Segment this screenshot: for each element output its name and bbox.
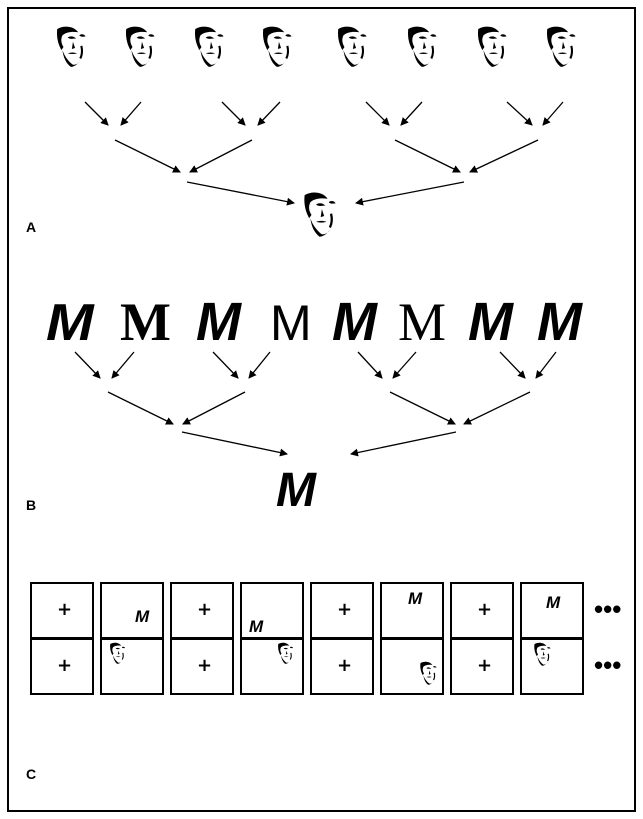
fixation-cell: + <box>30 582 94 639</box>
arrows-a <box>85 102 563 203</box>
face-cell <box>520 638 584 695</box>
letter-cell: M <box>240 582 304 639</box>
face-icon <box>195 27 224 67</box>
arrows-b <box>75 352 556 454</box>
face-icon <box>522 640 582 693</box>
continuation-ellipsis: ••• <box>594 650 621 681</box>
letter-m: M <box>270 295 312 351</box>
face-icon <box>126 27 155 67</box>
face-icon <box>263 27 292 67</box>
fixation-cross: + <box>477 655 492 676</box>
fixation-cell: + <box>450 582 514 639</box>
letters-row-b: M M M M M M M M <box>46 292 583 352</box>
face-icon <box>102 640 162 693</box>
fixation-cell: + <box>30 638 94 695</box>
face-cell <box>380 638 444 695</box>
face-icon <box>57 27 86 67</box>
faces-row-a <box>57 27 576 67</box>
letter-m: M <box>46 293 95 351</box>
letter-m: M <box>332 292 378 352</box>
panel-label-b: B <box>26 497 36 513</box>
letter-m: M <box>546 593 560 613</box>
face-icon <box>338 27 367 67</box>
face-icon <box>408 27 437 67</box>
face-icon <box>242 640 302 693</box>
fixation-cross: + <box>477 599 492 620</box>
letter-m: M <box>135 607 149 627</box>
fixation-cross: + <box>197 599 212 620</box>
fixation-cell: + <box>170 638 234 695</box>
fixation-cross: + <box>57 599 72 620</box>
letter-m: M <box>537 292 583 352</box>
face-icon <box>382 640 442 693</box>
letter-cell: M <box>380 582 444 639</box>
letter-cell: M <box>100 582 164 639</box>
average-face-icon <box>304 193 335 237</box>
panel-label-a: A <box>26 219 36 235</box>
letter-m: M <box>468 292 514 352</box>
face-cell <box>100 638 164 695</box>
fixation-cross: + <box>197 655 212 676</box>
fixation-cell: + <box>310 638 374 695</box>
letter-m: M <box>196 292 242 352</box>
fixation-cross: + <box>337 655 352 676</box>
letter-m: M <box>398 292 446 352</box>
average-letter-m: M <box>276 464 317 517</box>
fixation-cross: + <box>57 655 72 676</box>
fixation-cross: + <box>337 599 352 620</box>
panel-label-c: C <box>26 766 36 782</box>
continuation-ellipsis: ••• <box>594 594 621 625</box>
face-icon <box>547 27 576 67</box>
letter-m: M <box>120 292 171 352</box>
fixation-cell: + <box>310 582 374 639</box>
face-cell <box>240 638 304 695</box>
letter-m: M <box>408 589 422 609</box>
face-icon <box>478 27 507 67</box>
letter-m: M <box>249 617 263 637</box>
fixation-cell: + <box>170 582 234 639</box>
fixation-cell: + <box>450 638 514 695</box>
letter-cell: M <box>520 582 584 639</box>
